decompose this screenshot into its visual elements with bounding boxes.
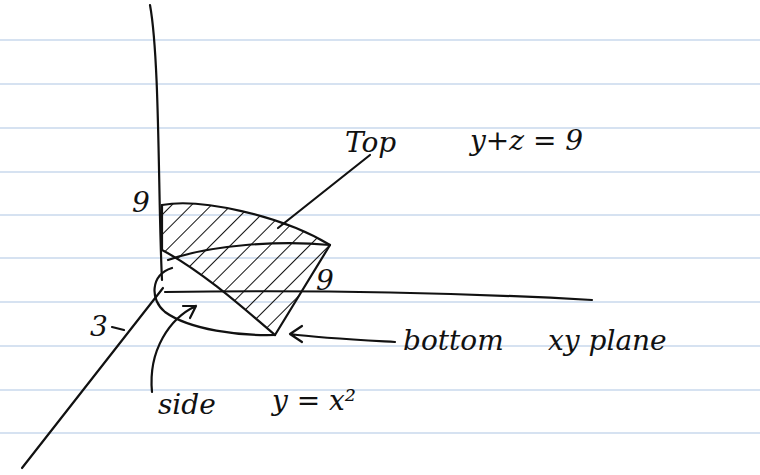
paper-lines (0, 40, 760, 433)
x-intercept: 3 (90, 312, 108, 343)
top-diagonal (168, 243, 330, 260)
top-leader (278, 155, 370, 228)
z-axis (150, 5, 162, 280)
top-plane-hatch (162, 203, 330, 335)
z-intercept: 9 (132, 188, 150, 219)
x-tick (112, 327, 124, 330)
top-curve (162, 203, 330, 245)
top-edge (162, 205, 275, 335)
side-label: side (158, 390, 216, 421)
bottom-arrow (290, 326, 395, 342)
x-axis (22, 288, 163, 468)
y-intercept: 9 (316, 266, 334, 297)
side-arrow (152, 306, 196, 392)
bottom-plane: xy plane (548, 326, 667, 357)
plane-label: Top (345, 128, 396, 159)
plane-equation: y+z = 9 (470, 126, 583, 157)
side-equation: y = x² (272, 386, 356, 417)
bottom-label: bottom (403, 326, 504, 357)
